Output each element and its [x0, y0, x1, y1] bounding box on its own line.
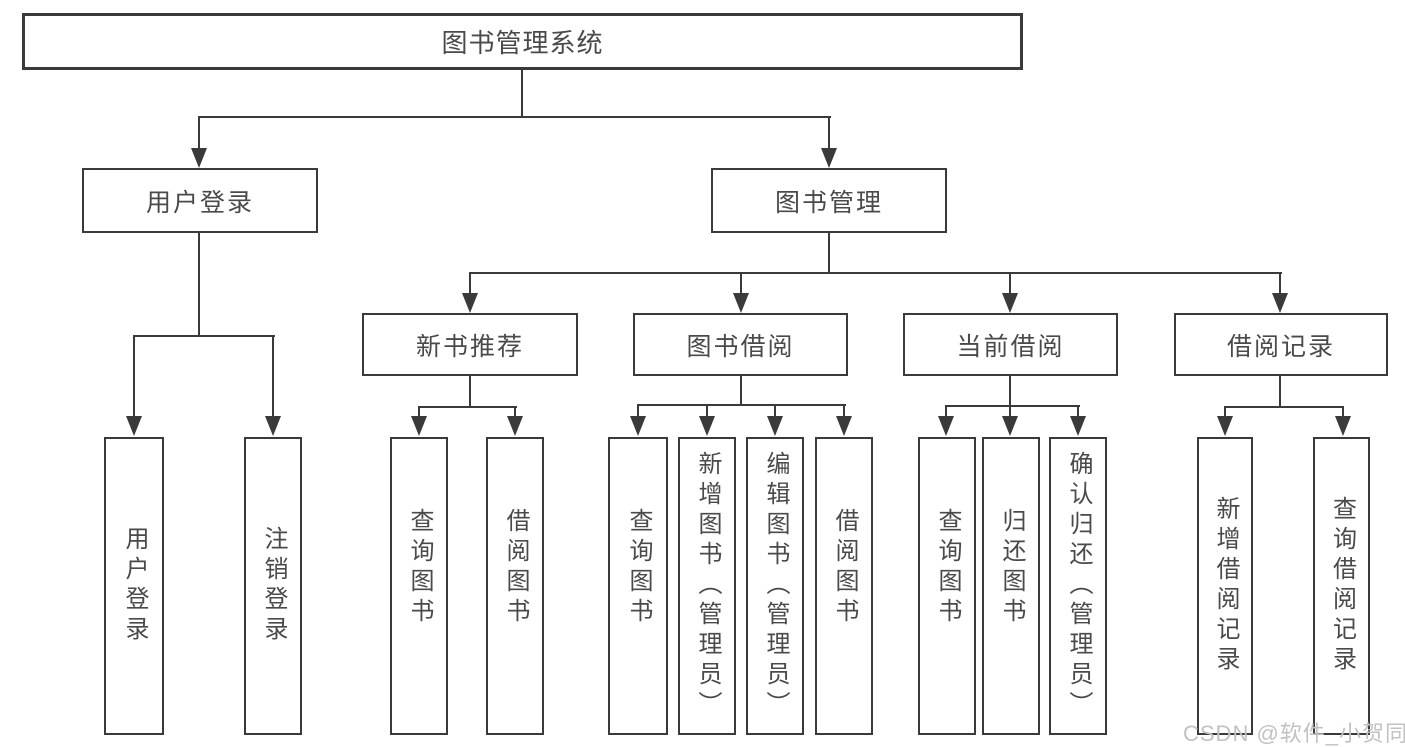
connector-line: [469, 376, 471, 407]
connector-line: [1224, 406, 1344, 408]
connector-line: [272, 335, 274, 418]
arrowhead: [1002, 293, 1018, 313]
arrowhead: [699, 416, 715, 436]
node-label: 图书管理系统: [441, 28, 604, 58]
arrowhead: [1272, 293, 1288, 313]
node-current-borrowing: 当前借阅: [903, 313, 1118, 376]
leaf-label: 查询图书: [406, 508, 433, 628]
connector-line: [637, 404, 846, 406]
connector-line: [1009, 272, 1011, 295]
connector-line: [945, 405, 1080, 407]
leaf-add-books-admin: 新增图书（管理员）: [678, 437, 736, 735]
arrowhead: [1335, 416, 1351, 436]
arrowhead: [733, 293, 749, 313]
leaf-label: 查询图书: [934, 508, 961, 628]
connector-line: [469, 272, 471, 295]
connector-line: [637, 404, 639, 418]
leaf-label: 新增图书（管理员）: [694, 451, 721, 721]
leaf-query-books-current: 查询图书: [918, 437, 976, 735]
leaf-query-borrow-record: 查询借阅记录: [1313, 437, 1370, 735]
leaf-label: 用户登录: [121, 526, 148, 646]
connector-line: [418, 406, 420, 418]
node-label: 用户登录: [145, 188, 254, 217]
connector-line: [1224, 406, 1226, 418]
leaf-borrow-books-recommend: 借阅图书: [486, 437, 544, 735]
leaf-label: 借阅图书: [502, 508, 529, 628]
connector-line: [469, 272, 1282, 274]
connector-line: [418, 406, 517, 408]
node-borrow-records: 借阅记录: [1174, 313, 1388, 376]
connector-line: [740, 376, 742, 405]
arrowhead: [1070, 416, 1086, 436]
connector-line: [1009, 376, 1011, 406]
connector-line: [706, 404, 708, 418]
node-book-management: 图书管理: [711, 168, 947, 233]
leaf-label: 确认归还（管理员）: [1065, 451, 1092, 721]
connector-line: [514, 406, 516, 418]
node-new-book-recommend: 新书推荐: [362, 313, 578, 376]
node-label: 当前借阅: [956, 332, 1065, 361]
arrowhead: [938, 416, 954, 436]
arrowhead: [767, 416, 783, 436]
node-label: 图书借阅: [686, 332, 795, 361]
leaf-edit-books-admin: 编辑图书（管理员）: [746, 437, 804, 735]
connector-line: [1077, 405, 1079, 418]
connector-line: [1009, 405, 1011, 418]
arrowhead: [507, 416, 523, 436]
leaf-label: 编辑图书（管理员）: [762, 451, 789, 721]
connector-line: [133, 335, 135, 418]
node-label: 借阅记录: [1226, 332, 1335, 361]
connector-line: [198, 116, 200, 150]
arrowhead: [1002, 416, 1018, 436]
leaf-borrow-books-borrowing: 借阅图书: [815, 437, 873, 735]
node-user-login: 用户登录: [82, 168, 318, 233]
leaf-logout-login: 注销登录: [244, 437, 302, 735]
arrowhead: [836, 416, 852, 436]
connector-line: [1279, 272, 1281, 295]
arrowhead: [821, 148, 837, 168]
connector-line: [1279, 376, 1281, 407]
leaf-add-borrow-record: 新增借阅记录: [1197, 437, 1253, 735]
connector-line: [198, 232, 200, 337]
leaf-label: 借阅图书: [831, 508, 858, 628]
connector-line: [774, 404, 776, 418]
node-label: 图书管理: [774, 188, 883, 217]
connector-line: [945, 405, 947, 418]
leaf-confirm-return-admin: 确认归还（管理员）: [1049, 437, 1107, 735]
node-book-borrowing: 图书借阅: [633, 313, 848, 376]
connector-line: [198, 116, 831, 118]
leaf-query-books-recommend: 查询图书: [390, 437, 448, 735]
leaf-return-books: 归还图书: [982, 437, 1040, 735]
connector-line: [133, 335, 275, 337]
arrowhead: [462, 293, 478, 313]
connector-line: [828, 116, 830, 150]
node-label: 新书推荐: [415, 332, 524, 361]
arrowhead: [265, 416, 281, 436]
arrowhead: [411, 416, 427, 436]
connector-line: [740, 272, 742, 295]
leaf-query-books-borrowing: 查询图书: [608, 437, 668, 735]
leaf-label: 新增借阅记录: [1212, 496, 1239, 676]
connector-line: [843, 404, 845, 418]
leaf-label: 归还图书: [998, 508, 1025, 628]
leaf-user-login: 用户登录: [104, 437, 164, 735]
arrowhead: [1217, 416, 1233, 436]
connector-line: [828, 233, 830, 273]
arrowhead: [126, 416, 142, 436]
leaf-label: 注销登录: [260, 526, 287, 646]
connector-line: [521, 69, 523, 118]
leaf-label: 查询图书: [625, 508, 652, 628]
arrowhead: [630, 416, 646, 436]
node-library-system: 图书管理系统: [22, 13, 1023, 70]
arrowhead: [191, 148, 207, 168]
csdn-watermark: CSDN @软件_小贺同学: [1183, 721, 1405, 746]
leaf-label: 查询借阅记录: [1328, 496, 1356, 676]
connector-line: [1342, 406, 1344, 418]
